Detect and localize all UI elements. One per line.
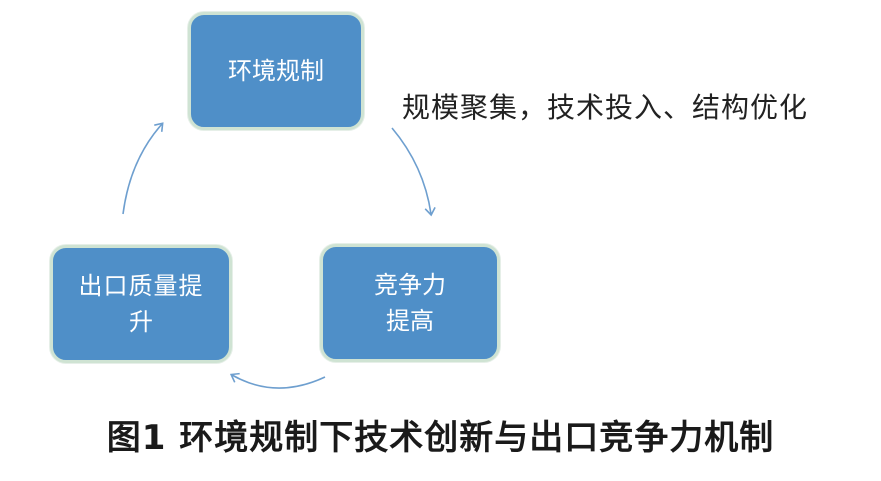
arrow-top-to-right bbox=[391, 127, 436, 217]
arrow-annotation: 规模聚集，技术投入、结构优化 bbox=[402, 91, 809, 124]
node-environmental-regulation: 环境规制 bbox=[188, 12, 364, 130]
node-label-line-1: 竞争力 bbox=[374, 271, 446, 299]
node-label-line-2: 升 bbox=[129, 308, 153, 336]
node-label-line-2: 提高 bbox=[386, 307, 434, 335]
node-competitiveness-improvement: 竞争力 提高 bbox=[320, 244, 500, 362]
arrow-left-to-top bbox=[122, 122, 164, 215]
node-label-line-1: 出口质量提 bbox=[78, 272, 204, 300]
figure-caption: 图1 环境规制下技术创新与出口竞争力机制 bbox=[106, 418, 775, 458]
node-export-quality-improvement: 出口质量提 升 bbox=[50, 245, 232, 363]
arrow-right-to-left bbox=[229, 372, 326, 389]
node-label: 环境规制 bbox=[228, 57, 324, 85]
